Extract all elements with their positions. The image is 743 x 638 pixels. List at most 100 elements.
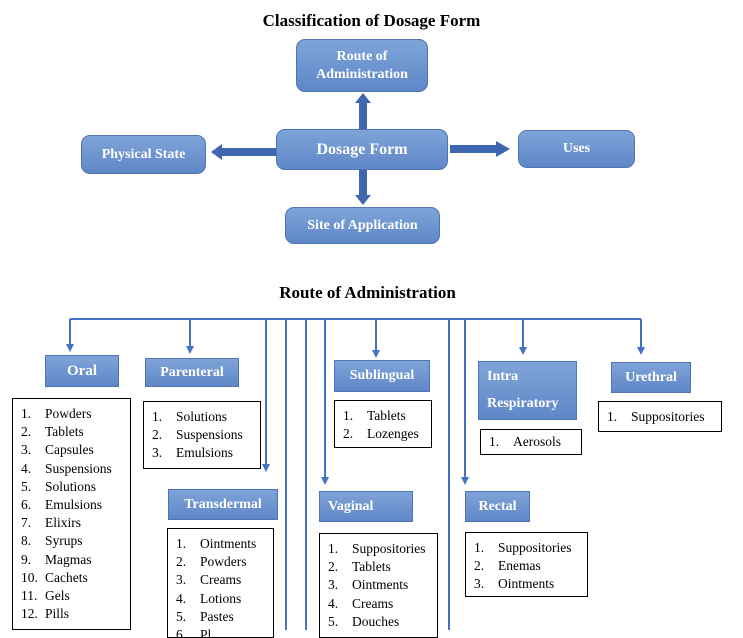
- list-item-text: Tablets: [45, 424, 84, 440]
- list-item-number: 2.: [343, 426, 354, 442]
- list-item-number: 10.: [21, 569, 38, 585]
- list-item: 3.Ointments: [328, 576, 431, 594]
- list-item-text: Tablets: [352, 559, 391, 575]
- list-item-text: Lotions: [200, 590, 242, 606]
- list-item-text: Capsules: [45, 442, 94, 458]
- classification-title: Classification of Dosage Form: [262, 11, 481, 30]
- list-item: 2. Tablets: [21, 423, 124, 441]
- list-item-number: 5.: [21, 478, 32, 494]
- list-item-number: 1.: [21, 406, 32, 421]
- list-item: 2.Lozenges: [343, 425, 425, 443]
- parenteral-box: Parenteral: [145, 358, 239, 387]
- list-item-number: 4.: [176, 590, 187, 606]
- list-item: 6.Emulsions: [21, 496, 124, 514]
- list-item-number: 1.: [474, 540, 485, 555]
- list-item-text: Aerosols: [513, 434, 561, 449]
- list-item-text: Creams: [352, 595, 394, 611]
- list-item-text: Powders: [45, 406, 92, 421]
- list-item: 9.Magmas: [21, 551, 124, 569]
- list-item: 5.Pastes: [176, 608, 267, 626]
- vaginal-box: Vaginal: [319, 491, 413, 522]
- list-item: 1.Suppositories: [474, 539, 581, 557]
- arrow-right: [450, 141, 510, 157]
- urethral-label: Urethral: [625, 369, 677, 385]
- list-item: 1. Powders: [21, 405, 124, 423]
- list-item: 3.Ointments: [474, 575, 581, 593]
- list-item-number: 1.: [607, 409, 618, 424]
- list-item: 3. Capsules: [21, 441, 124, 459]
- list-item: 12. Pills: [21, 605, 124, 623]
- sublingual-label: Sublingual: [349, 368, 415, 384]
- list-item: 2.Enemas: [474, 557, 581, 575]
- dosage-form-box: Dosage Form: [276, 129, 448, 170]
- list-item: 6.Pl...: [176, 626, 267, 637]
- list-item-text: Tablets: [367, 408, 406, 423]
- list-item-text: Enemas: [498, 558, 541, 574]
- intra-respiratory-label-line1: Intra: [487, 368, 519, 384]
- list-item: 1.Aerosols: [489, 433, 575, 451]
- list-item-number: 2.: [328, 559, 339, 575]
- list-item-text: Powders: [200, 554, 247, 570]
- list-item-text: Ointments: [200, 536, 257, 551]
- list-item-number: 2.: [21, 424, 32, 440]
- physical-state-label: Physical State: [101, 146, 186, 162]
- list-item-number: 1.: [152, 409, 163, 424]
- list-item-text: Solutions: [45, 478, 97, 494]
- sublingual-list: 1. Tablets 2.Lozenges: [334, 400, 432, 448]
- list-item-number: 2.: [152, 427, 163, 443]
- list-item-text: Gels: [45, 588, 70, 604]
- list-item-number: 7.: [21, 515, 32, 531]
- oral-box: Oral: [45, 355, 119, 387]
- dosage-form-label: Dosage Form: [316, 140, 408, 158]
- list-item-number: 3.: [21, 442, 32, 458]
- transdermal-box: Transdermal: [168, 489, 278, 520]
- list-item-number: 1.: [328, 541, 339, 556]
- list-item: 5. Solutions: [21, 478, 124, 496]
- arrow-left: [211, 144, 276, 160]
- list-item: 2. Suspensions: [152, 426, 254, 444]
- list-item: 2.Powders: [176, 553, 267, 571]
- intra-respiratory-box: Intra Respiratory: [478, 361, 577, 420]
- rectal-label: Rectal: [478, 498, 517, 514]
- list-item-number: 1.: [343, 408, 354, 423]
- uses-box: Uses: [518, 130, 635, 168]
- arrow-down: [355, 170, 371, 205]
- list-item: 3.Creams: [176, 571, 267, 589]
- list-item: 4. Creams: [328, 595, 431, 613]
- list-item-number: 1.: [176, 536, 187, 551]
- list-item-text: Pills: [45, 606, 70, 622]
- list-item: 10. Cachets: [21, 569, 124, 587]
- list-item-text: Ointments: [352, 577, 409, 593]
- list-item-number: 12.: [21, 606, 38, 622]
- list-item-number: 6.: [21, 497, 32, 513]
- list-item-number: 9.: [21, 551, 32, 567]
- list-item-text: Elixirs: [45, 515, 81, 531]
- list-item: 11.Gels: [21, 587, 124, 605]
- urethral-box: Urethral: [611, 362, 691, 393]
- list-item-text: Creams: [200, 572, 242, 588]
- route-of-administration-box: Route of Administration: [296, 39, 428, 92]
- list-item-number: 4.: [328, 595, 339, 611]
- list-item: 1. Tablets: [343, 407, 425, 425]
- list-item-text: Cachets: [45, 569, 88, 585]
- list-item: 1. Ointments: [176, 535, 267, 553]
- list-item-number: 8.: [21, 533, 32, 549]
- rectal-box: Rectal: [465, 491, 530, 522]
- list-item: 8.Syrups: [21, 532, 124, 550]
- uses-label: Uses: [562, 141, 591, 157]
- route-of-administration-label: Route of Administration: [316, 49, 408, 82]
- list-item: 1.Suppositories: [607, 408, 715, 426]
- list-item-number: 5.: [176, 608, 187, 624]
- list-item-number: 3.: [474, 576, 485, 592]
- site-of-application-box: Site of Application: [285, 207, 440, 244]
- list-item-text: Suspensions: [176, 427, 243, 443]
- list-item-number: 3.: [152, 445, 163, 461]
- intra-respiratory-list: 1.Aerosols: [480, 429, 582, 455]
- list-item-text: Solutions: [176, 409, 228, 424]
- list-item: 2. Tablets: [328, 558, 431, 576]
- urethral-list: 1.Suppositories: [598, 401, 722, 432]
